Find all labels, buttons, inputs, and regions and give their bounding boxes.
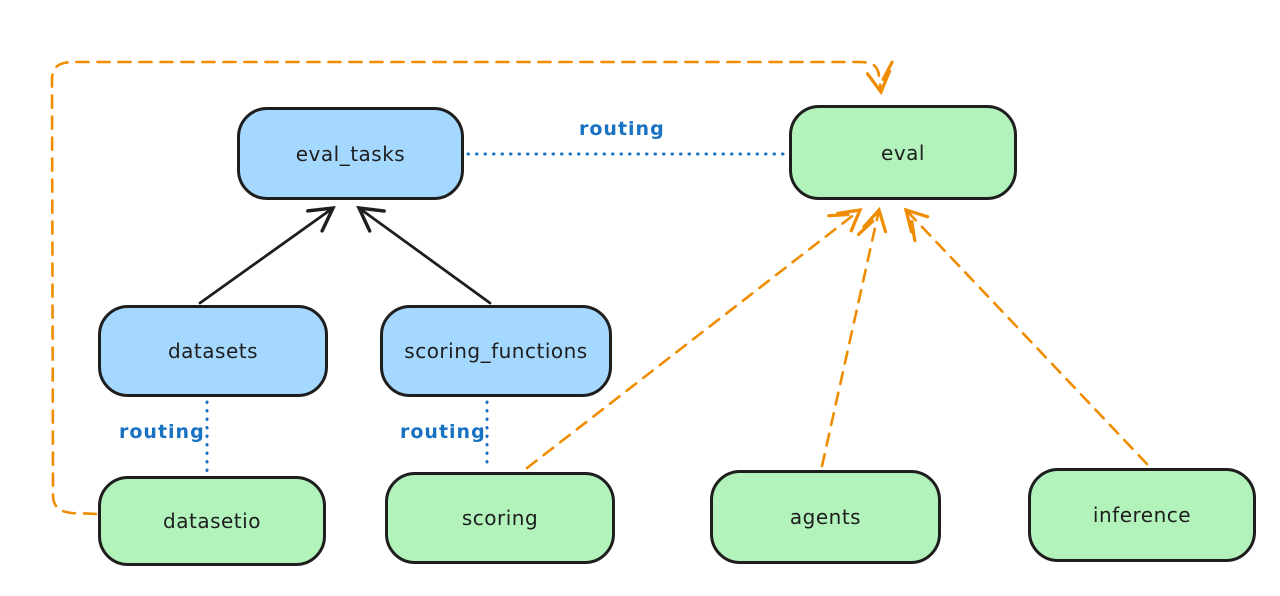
node-scoring-functions: scoring_functions [380,305,612,397]
node-eval-tasks: eval_tasks [237,107,464,200]
edge-scoring-to-eval [525,210,860,470]
node-eval-label: eval [881,140,925,165]
node-datasetio-label: datasetio [163,509,261,533]
node-inference: inference [1028,468,1256,562]
node-eval: eval [789,105,1017,200]
node-scoring-functions-label: scoring_functions [404,339,588,363]
routing-label-scoring: routing [400,421,486,443]
edge-datasetio-to-eval [50,62,881,516]
edge-datasets-to-eval-tasks [198,205,336,305]
node-scoring-label: scoring [461,506,539,530]
routing-label-top: routing [579,118,665,140]
node-datasets: datasets [98,305,328,397]
edge-scoring-functions-to-eval-tasks [356,205,492,305]
edge-inference-to-eval [906,210,1149,466]
edge-agents-to-eval [820,210,879,468]
routing-label-datasetio: routing [119,421,205,443]
node-agents: agents [710,470,941,564]
node-scoring: scoring [385,472,615,564]
node-datasets-label: datasets [167,339,259,363]
node-agents-label: agents [789,505,862,529]
node-inference-label: inference [1092,503,1192,527]
node-eval-tasks-label: eval_tasks [295,141,406,166]
node-datasetio: datasetio [98,476,326,566]
